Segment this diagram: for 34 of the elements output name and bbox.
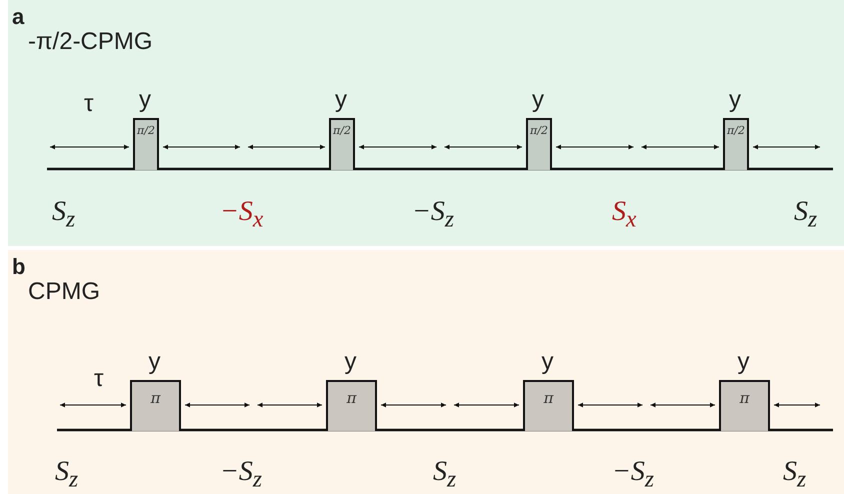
pulse-box: π: [523, 380, 574, 431]
pulse-phase-label: y: [542, 350, 554, 374]
spin-state-label: −S$_{z}$: [412, 198, 454, 232]
pulse-phase-label: y: [148, 350, 160, 374]
delay-label: τ: [94, 367, 104, 391]
spin-state-label: S$_{x}$: [612, 198, 636, 232]
delay-label: τ: [84, 92, 94, 116]
pulse-box: π: [719, 380, 770, 431]
spin-state-label: −S$_{z}$: [220, 458, 262, 492]
spin-state-label: S$_{z}$: [52, 198, 76, 232]
pulse-box: π: [326, 380, 377, 431]
spin-state-label: −S$_{x}$: [220, 198, 264, 232]
pulse-box: π: [130, 380, 181, 431]
pulse-phase-label: y: [532, 88, 544, 112]
panel-letter: b: [12, 256, 26, 278]
spin-state-label: −S$_{z}$: [612, 458, 654, 492]
spin-state-label: S$_{z}$: [433, 458, 456, 492]
pulse-box: π/2: [133, 118, 159, 170]
panel-letter: a: [12, 6, 24, 28]
sequence-title: -π/2-CPMG: [28, 30, 153, 54]
spin-state-label: S$_{z}$: [783, 458, 806, 492]
pulse-phase-label: y: [344, 350, 356, 374]
panel-background: [8, 0, 844, 246]
pulse-phase-label: y: [738, 350, 750, 374]
spin-state-label: S$_{z}$: [55, 458, 78, 492]
pulse-phase-label: y: [335, 88, 347, 112]
spin-state-label: S$_{z}$: [794, 198, 818, 232]
pulse-box: π/2: [526, 118, 552, 170]
pulse-box: π/2: [329, 118, 355, 170]
panel-background: [8, 250, 844, 494]
sequence-title: CPMG: [28, 280, 100, 304]
pulse-phase-label: y: [139, 88, 151, 112]
pulse-phase-label: y: [729, 88, 741, 112]
pulse-box: π/2: [723, 118, 749, 170]
